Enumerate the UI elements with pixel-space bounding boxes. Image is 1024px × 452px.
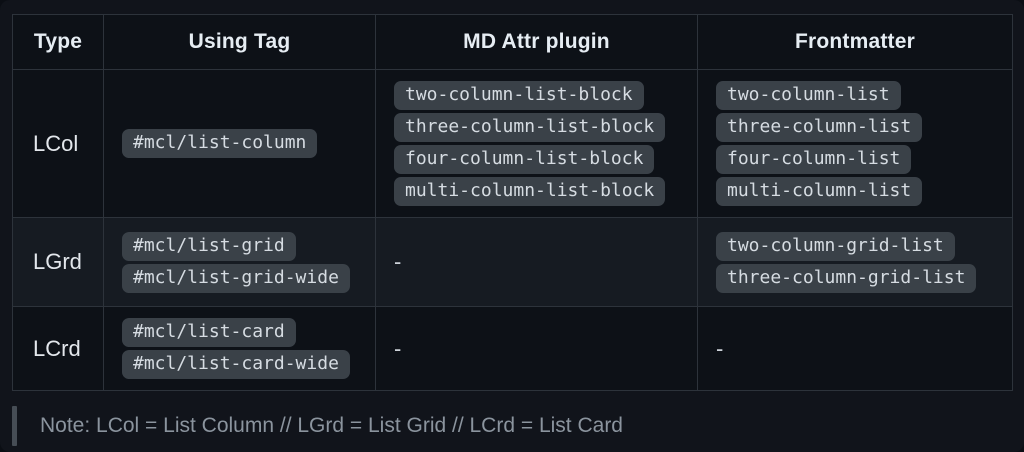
code-pill: two-column-grid-list (716, 231, 955, 261)
pill-line: three-column-grid-list (716, 263, 1000, 293)
md-attr-plugin-cell: - (375, 217, 698, 307)
code-pill: three-column-grid-list (716, 263, 977, 293)
code-pill: multi-column-list (716, 177, 923, 206)
table-body: LCol #mcl/list-column two-column-list-bloc… (12, 69, 1013, 391)
code-pill: two-column-list-block (394, 81, 644, 110)
code-pill: #mcl/list-card (122, 318, 296, 347)
column-header-frontmatter: Frontmatter (697, 14, 1013, 70)
table-row-lcol: LCol #mcl/list-column two-column-list-bloc… (12, 69, 1013, 218)
frontmatter-cell: - (697, 306, 1013, 391)
pill-line: two-column-grid-list (716, 231, 1000, 261)
pill-line: multi-column-list (716, 177, 1000, 206)
frontmatter-cell: two-column-list three-column-list four-col… (697, 69, 1013, 218)
code-pill: #mcl/list-card-wide (122, 350, 350, 379)
pill-line: #mcl/list-card-wide (122, 350, 363, 379)
pill-line: four-column-list (716, 145, 1000, 174)
pill-line: #mcl/list-grid-wide (122, 263, 363, 293)
note-blockquote: Note: LCol = List Column // LGrd = List … (12, 406, 623, 446)
empty-value-dash: - (394, 249, 402, 274)
column-header-type: Type (12, 14, 104, 70)
md-attr-plugin-cell: - (375, 306, 698, 391)
table-row-lcrd: LCrd #mcl/list-card #mcl/list-card-wide - - (12, 306, 1013, 391)
column-header-using-tag: Using Tag (103, 14, 376, 70)
code-pill: #mcl/list-grid-wide (122, 263, 350, 293)
code-pill: four-column-list-block (394, 145, 655, 174)
type-cell: LGrd (12, 217, 104, 307)
pill-line: three-column-list (716, 113, 1000, 142)
md-attr-plugin-cell: two-column-list-block three-column-list-b… (375, 69, 698, 218)
code-pill: three-column-list-block (394, 113, 666, 142)
code-pill: #mcl/list-column (122, 129, 318, 158)
code-pill: three-column-list (716, 113, 923, 142)
pill-line: four-column-list-block (394, 145, 685, 174)
using-tag-cell: #mcl/list-column (103, 69, 376, 218)
empty-value-dash: - (716, 335, 724, 361)
using-tag-cell: #mcl/list-card #mcl/list-card-wide (103, 306, 376, 391)
pill-line: #mcl/list-grid (122, 231, 363, 261)
type-cell: LCrd (12, 306, 104, 391)
pill-line: two-column-list-block (394, 81, 685, 110)
using-tag-cell: #mcl/list-grid#mcl/list-grid-wide (103, 217, 376, 307)
column-header-md-attr-plugin: MD Attr plugin (375, 14, 698, 70)
note-text: Note: LCol = List Column // LGrd = List … (40, 414, 623, 437)
empty-value-dash: - (394, 335, 402, 361)
pill-line: #mcl/list-column (122, 129, 363, 158)
pill-line: #mcl/list-card (122, 318, 363, 347)
code-pill: two-column-list (716, 81, 901, 110)
code-pill: multi-column-list-block (394, 177, 666, 206)
pill-line: multi-column-list-block (394, 177, 685, 206)
code-pill: #mcl/list-grid (122, 231, 296, 261)
blockquote-bar (12, 406, 17, 446)
type-cell: LCol (12, 69, 104, 218)
code-pill: four-column-list (716, 145, 912, 174)
pill-line: three-column-list-block (394, 113, 685, 142)
pill-line: two-column-list (716, 81, 1000, 110)
table-row-lgrd: LGrd#mcl/list-grid#mcl/list-grid-wide-tw… (12, 217, 1013, 307)
